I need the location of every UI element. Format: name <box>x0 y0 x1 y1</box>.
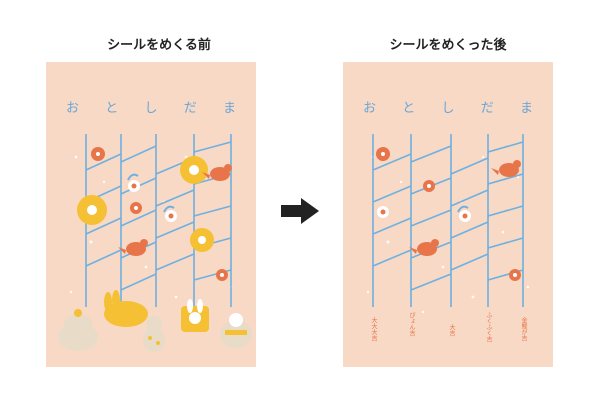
heading-after: シールをめくった後 <box>389 38 507 53</box>
bird-icon <box>118 164 232 256</box>
title-char: し <box>144 101 158 116</box>
white-flower-icon <box>127 173 177 222</box>
fortune-label: 大大大吉 <box>370 317 377 341</box>
kagami-mochi-icon <box>58 309 98 351</box>
title-char: と <box>402 101 416 116</box>
heading-before: シールをめくる前 <box>107 38 211 53</box>
arrow-right-icon <box>281 198 319 224</box>
title-char: だ <box>183 101 197 116</box>
ladders <box>85 134 232 307</box>
plum-flower-icon <box>376 147 521 281</box>
title-row-before: お と し だ ま <box>66 97 236 117</box>
fortune-label: ふくふく吉 <box>485 312 492 342</box>
card-before: お と し だ ま <box>46 62 256 367</box>
card-after-illustration <box>366 134 530 314</box>
title-char: し <box>441 101 455 116</box>
title-char: お <box>363 101 377 116</box>
card-before-illustration <box>58 134 252 352</box>
plum-sticker-icon <box>77 156 214 252</box>
daruma-icon <box>220 313 252 348</box>
title-char: だ <box>480 101 494 116</box>
fortune-label: ぴょん吉 <box>408 312 415 336</box>
title-char: ま <box>519 101 533 116</box>
card-after: お と し だ ま 大大大吉 ぴょん吉 大吉 ふくふく吉 金鯉が吉 <box>343 62 553 367</box>
title-char: と <box>105 101 119 116</box>
fortune-label: 大吉 <box>448 324 455 336</box>
title-row-after: お と し だ ま <box>363 97 533 117</box>
ladders <box>372 134 524 307</box>
fortune-label: 金鯉が吉 <box>520 317 527 341</box>
gourd-icon <box>143 316 165 352</box>
white-flower-icon <box>377 205 471 222</box>
title-char: ま <box>222 101 236 116</box>
rabbit-sticker-icon <box>104 290 148 327</box>
rabbit-charm-icon <box>181 299 209 332</box>
title-char: お <box>66 101 80 116</box>
bird-icon <box>409 160 521 256</box>
